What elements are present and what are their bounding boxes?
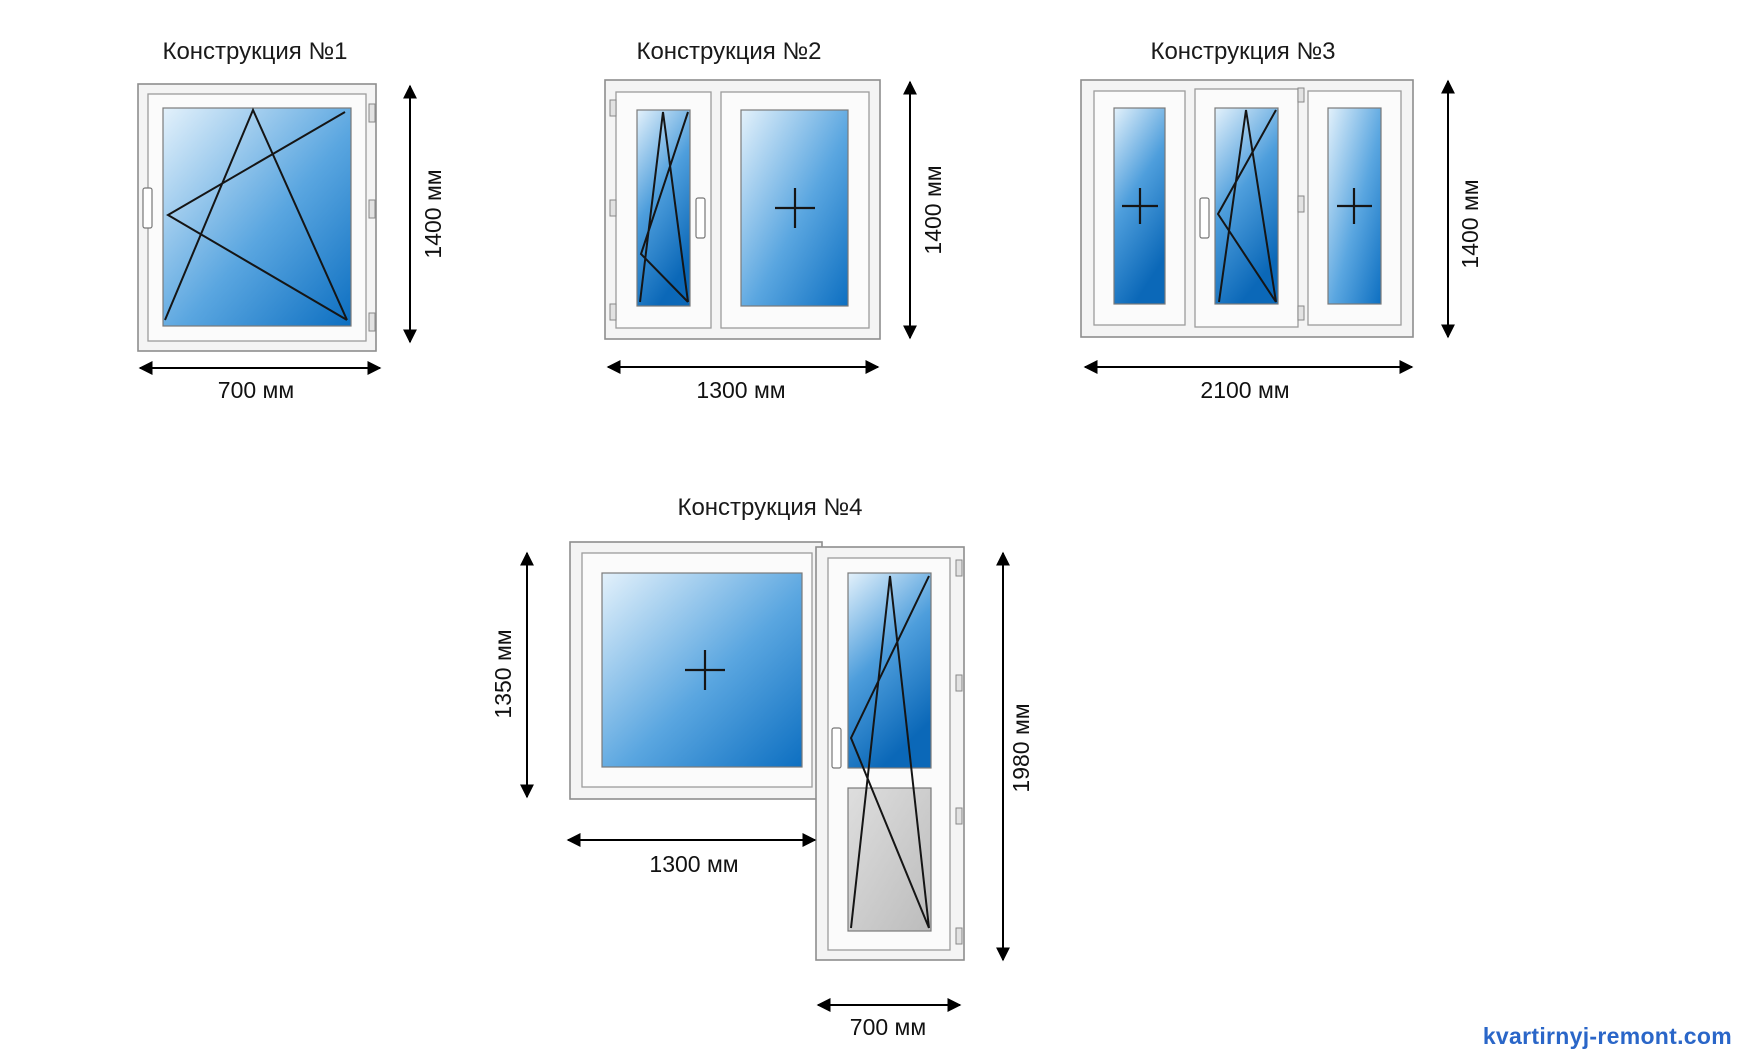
hinge-icon — [368, 312, 376, 332]
hinge-icon — [368, 199, 376, 219]
construction-3: Конструкция №3 2100 мм 1400 мм — [1080, 38, 1483, 403]
construction-4-door-height-label: 1980 мм — [1008, 703, 1034, 792]
construction-3-title: Конструкция №3 — [1150, 38, 1335, 65]
hinge-icon — [1297, 195, 1305, 213]
glass-pane — [1214, 107, 1279, 305]
window-handle-icon — [1199, 197, 1210, 239]
tilt-turn-sash-icon — [849, 575, 930, 929]
construction-1-title: Конструкция №1 — [162, 38, 347, 65]
hinge-icon — [609, 303, 617, 321]
site-credit: kvartirnyj-remont.com — [1483, 1023, 1732, 1049]
construction-4-window-width-label: 1300 мм — [649, 851, 738, 877]
construction-4-door-width-label: 700 мм — [850, 1014, 926, 1040]
construction-3-width-label: 2100 мм — [1200, 377, 1289, 403]
construction-1-width-label: 700 мм — [218, 377, 294, 403]
glass-pane — [636, 109, 691, 307]
hinge-icon — [955, 674, 963, 692]
tilt-turn-sash-icon — [639, 111, 689, 303]
hinge-icon — [1297, 87, 1305, 103]
glass-pane — [162, 107, 352, 327]
window-handle-icon — [142, 187, 153, 229]
fixed-glass-cross-icon — [1337, 188, 1372, 224]
construction-2-title: Конструкция №2 — [636, 38, 821, 65]
hinge-icon — [609, 99, 617, 117]
construction-4-title: Конструкция №4 — [677, 494, 862, 521]
window-handle-icon — [695, 197, 706, 239]
fixed-glass-cross-icon — [685, 650, 725, 690]
construction-3-height-label: 1400 мм — [1457, 179, 1483, 268]
door-panel — [847, 787, 932, 932]
construction-1: Конструкция №1 700 мм 1400 мм — [137, 38, 446, 403]
construction-2-height-label: 1400 мм — [920, 165, 946, 254]
construction-2: Конструкция №2 1300 мм 1400 мм — [604, 38, 946, 403]
hinge-icon — [609, 199, 617, 217]
fixed-glass-cross-icon — [1122, 188, 1158, 224]
hinge-icon — [368, 103, 376, 123]
glass-pane — [1327, 107, 1382, 305]
hinge-icon — [955, 807, 963, 825]
construction-2-width-label: 1300 мм — [696, 377, 785, 403]
tilt-turn-sash-icon — [1216, 109, 1277, 303]
hinge-icon — [1297, 305, 1305, 321]
tilt-turn-sash-icon — [164, 107, 348, 321]
window-handle-icon — [831, 727, 842, 769]
fixed-glass-cross-icon — [775, 188, 815, 228]
construction-1-height-label: 1400 мм — [420, 169, 446, 258]
hinge-icon — [955, 559, 963, 577]
hinge-icon — [955, 927, 963, 945]
glass-pane — [847, 572, 932, 769]
construction-4-window-height-label: 1350 мм — [490, 629, 516, 718]
construction-4: Конструкция №4 1350 мм 1300 мм 1980 мм 7… — [490, 494, 1034, 1040]
